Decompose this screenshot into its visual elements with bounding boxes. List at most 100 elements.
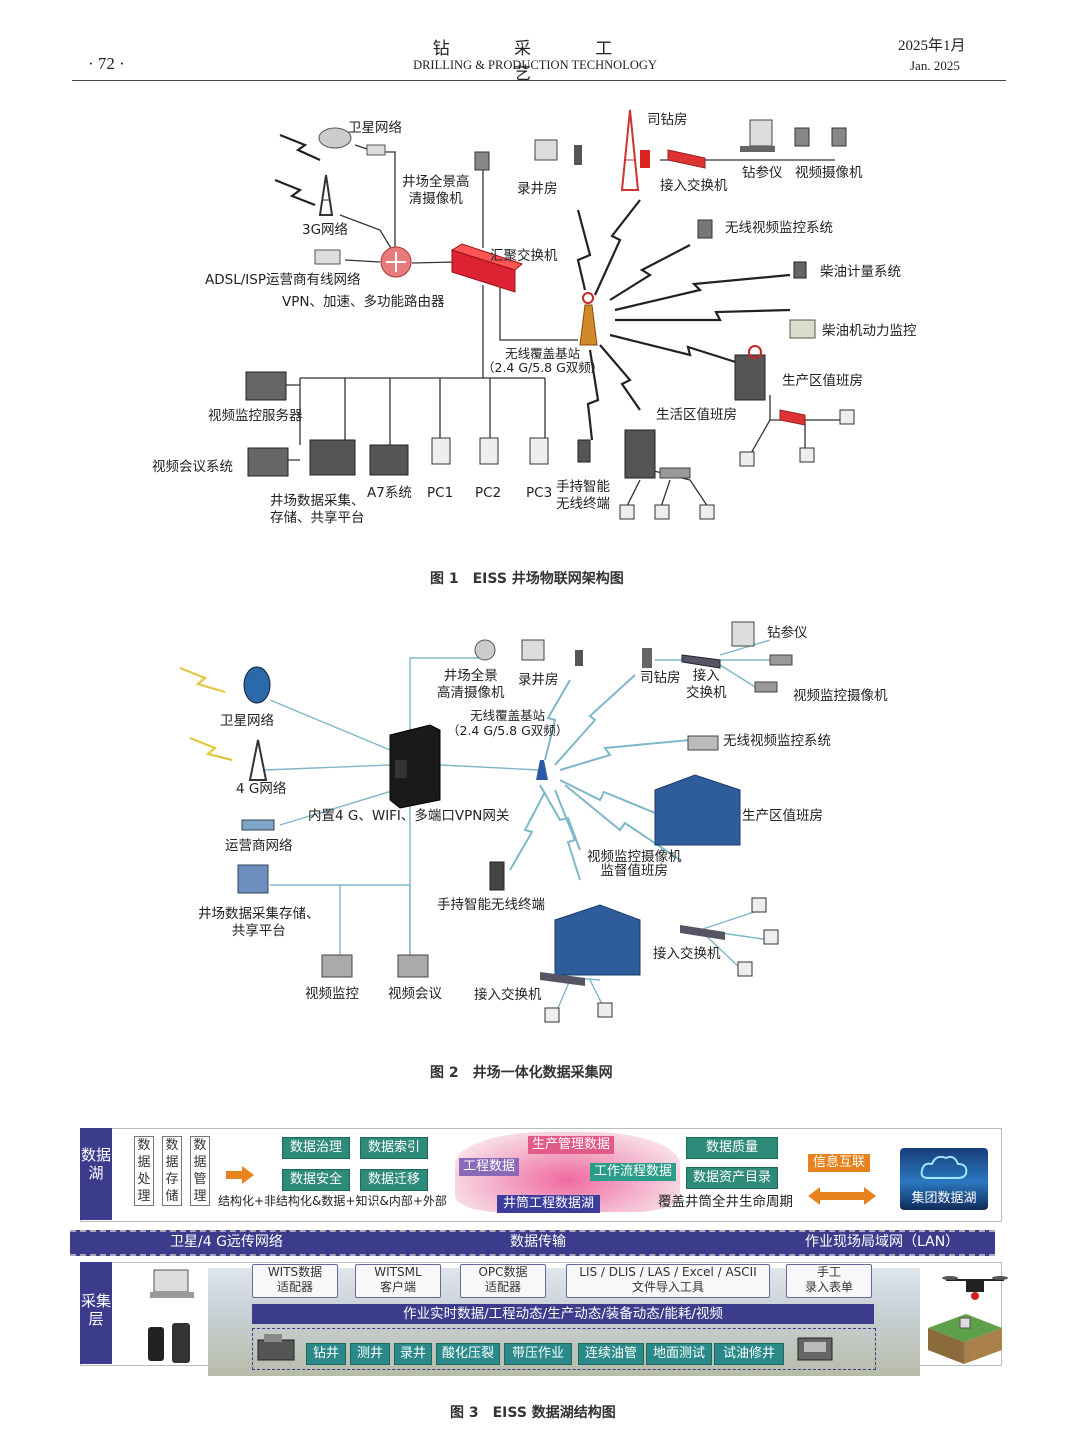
fig2-label-video-cam: 视频监控摄像机 [793, 688, 888, 704]
fig2-server-icons [237, 864, 429, 978]
fig3-realtime-bar: 作业实时数据/工程动态/生产动态/装备动态/能耗/视频 [252, 1304, 874, 1324]
fig3-caption: 图 3 EISS 数据湖结构图 [450, 1405, 616, 1421]
fig3-green-2: 数据安全 [282, 1169, 350, 1191]
fig2-label-access-switch-top: 接入 交换机 [686, 668, 727, 701]
fig2-logging-pc-icon [521, 639, 583, 666]
fig3-lake-tag-2: 工作流程数据 [590, 1163, 677, 1181]
fig3-adapter-2: OPC数据 适配器 [460, 1264, 546, 1298]
fig1-label-base-station: 无线覆盖基站 （2.4 G/5.8 G双频） [482, 346, 604, 375]
fig1-label-satellite: 卫星网络 [348, 120, 402, 136]
fig2-label-camera-pano: 井场全景 高清摄像机 [437, 668, 505, 701]
fig2-label-access-switch-bottom: 接入交换机 [474, 987, 542, 1003]
base-station-icon [579, 292, 598, 346]
fig2-driller-icon [642, 648, 652, 668]
fig1-label-wireless-video: 无线视频监控系统 [725, 220, 833, 236]
fig2-base-station-icon [536, 760, 548, 780]
fig3-band-mid: 数据传输 [510, 1234, 566, 1250]
fig3-op-7: 试油修井 [714, 1343, 784, 1365]
diesel-power-icon [789, 319, 816, 339]
fig2-label-driller: 司钻房 [640, 670, 681, 686]
fig2-label-logging: 录井房 [518, 672, 559, 688]
pc-icons [431, 437, 549, 465]
handheld-icon [577, 439, 591, 463]
drilling-rig-icon [257, 1334, 295, 1361]
fig1-label-video-conf: 视频会议系统 [152, 459, 233, 475]
control-unit-icon [797, 1337, 833, 1361]
fig2-supervise-room-icon [554, 904, 641, 976]
modem-icon [314, 249, 341, 265]
fig2-access-switch-icon [681, 654, 721, 669]
satellite-dish-icon [318, 127, 386, 156]
fig1-label-router: VPN、加速、多功能路由器 [282, 294, 445, 310]
access-switch-icon [667, 149, 706, 169]
fig2-wireless-rays [509, 674, 691, 881]
fig2-switch-icons [540, 925, 725, 986]
fig3-band-left: 卫星/4 G远传网络 [170, 1234, 283, 1250]
fig3-op-3: 酸化压裂 [436, 1343, 500, 1365]
fig1-label-access-switch: 接入交换机 [660, 178, 728, 194]
fig1-label-video-server: 视频监控服务器 [208, 408, 303, 424]
fig2-label-video-conf: 视频会议 [388, 986, 442, 1002]
fig3-adapter-4: 手工 录入表单 [786, 1264, 872, 1298]
fig3-adapter-0: WITS数据 适配器 [252, 1264, 338, 1298]
fig1-links [260, 144, 840, 511]
fig2-drill-param-icon [731, 621, 755, 647]
drone-icon [942, 1276, 1008, 1300]
fig2-label-video-monitor: 视频监控 [305, 986, 359, 1002]
fig2-video-cam-icons [754, 654, 793, 693]
fig2-label-data-platform: 井场数据采集存储、 共享平台 [198, 906, 320, 939]
journal-title-en: DRILLING & PRODUCTION TECHNOLOGY [413, 58, 657, 72]
prod-room-icon [734, 345, 766, 401]
fig1-label-prod-room: 生产区值班房 [782, 373, 863, 389]
fig1-label-pc2: PC2 [475, 485, 502, 501]
fig3-lifecycle: 覆盖井筒全井生命周期 [658, 1194, 793, 1210]
issue-date-en: Jan. 2025 [910, 58, 960, 73]
fig2-label-prod-room: 生产区值班房 [742, 808, 823, 824]
fig3-lake-tag-1: 工程数据 [459, 1158, 520, 1176]
drill-param-icon [740, 119, 775, 152]
fig3-op-6: 地面测试 [646, 1343, 712, 1365]
wireless-video-icon [697, 219, 713, 239]
fig2-label-access-switch-mid: 接入交换机 [653, 946, 721, 962]
fig2-label-4g: 4 G网络 [236, 781, 287, 797]
laptop-icons [619, 409, 855, 520]
fig2-label-base-station: 无线覆盖基站 （2.4 G/5.8 G双频） [447, 708, 569, 738]
logging-pc-icon [534, 139, 582, 165]
fig1-label-diesel-power: 柴油机动力监控 [822, 323, 917, 339]
fig2-endpoint-icons [544, 897, 779, 1023]
fig3-op-0: 钻井 [306, 1343, 346, 1365]
fig2-handheld-icon [489, 861, 505, 891]
fig3-structure-note: 结构化+非结构化&数据+知识&内部+外部 [218, 1194, 447, 1208]
fig2-label-handheld: 手持智能无线终端 [437, 897, 545, 913]
issue-date-cn: 2025年1月 [898, 38, 966, 54]
fig3-info-link: 信息互联 [808, 1154, 870, 1172]
fig2-tower-icon [248, 739, 268, 781]
fig1-label-logging: 录井房 [517, 181, 558, 197]
fig3-ops-frame [252, 1328, 876, 1370]
figure2-diagram [179, 621, 793, 1023]
fig2-gateway-icon [389, 724, 441, 809]
fig3-op-1: 测井 [350, 1343, 390, 1365]
fig3-band-right: 作业现场局域网（LAN） [805, 1234, 960, 1250]
fig2-carrier-icon [241, 819, 275, 831]
video-cam-icon [794, 127, 847, 147]
figure1-diagram [245, 109, 855, 520]
fig3-vbox-1: 数据存储 [162, 1136, 182, 1206]
fig1-label-pc1: PC1 [427, 485, 454, 501]
fig2-wireless-video-icon [687, 735, 719, 751]
fig1-label-adsl: ADSL/ISP运营商有线网络 [205, 272, 361, 288]
fig1-wireless-zigzags [274, 133, 791, 441]
fig1-label-data-platform: 井场数据采集、 存储、共享平台 [270, 493, 365, 526]
life-room-icon [624, 429, 691, 479]
fig3-layer-collect: 采集层 [80, 1262, 112, 1364]
fig2-label-wireless-video: 无线视频监控系统 [723, 733, 831, 749]
fig3-green-1: 数据索引 [360, 1137, 428, 1159]
fig2-label-drill-param: 钻参仪 [767, 625, 808, 641]
fig2-label-supervise-room: 视频监控摄像机 监督值班房 [587, 849, 682, 879]
orange-arrow-icon [226, 1166, 254, 1184]
laptop-icon [150, 1269, 194, 1298]
cloud-icon [920, 1155, 968, 1179]
fig1-label-drill-param: 钻参仪 [742, 165, 783, 181]
fig3-transmission-band [70, 1230, 995, 1256]
server-icons [245, 371, 409, 477]
